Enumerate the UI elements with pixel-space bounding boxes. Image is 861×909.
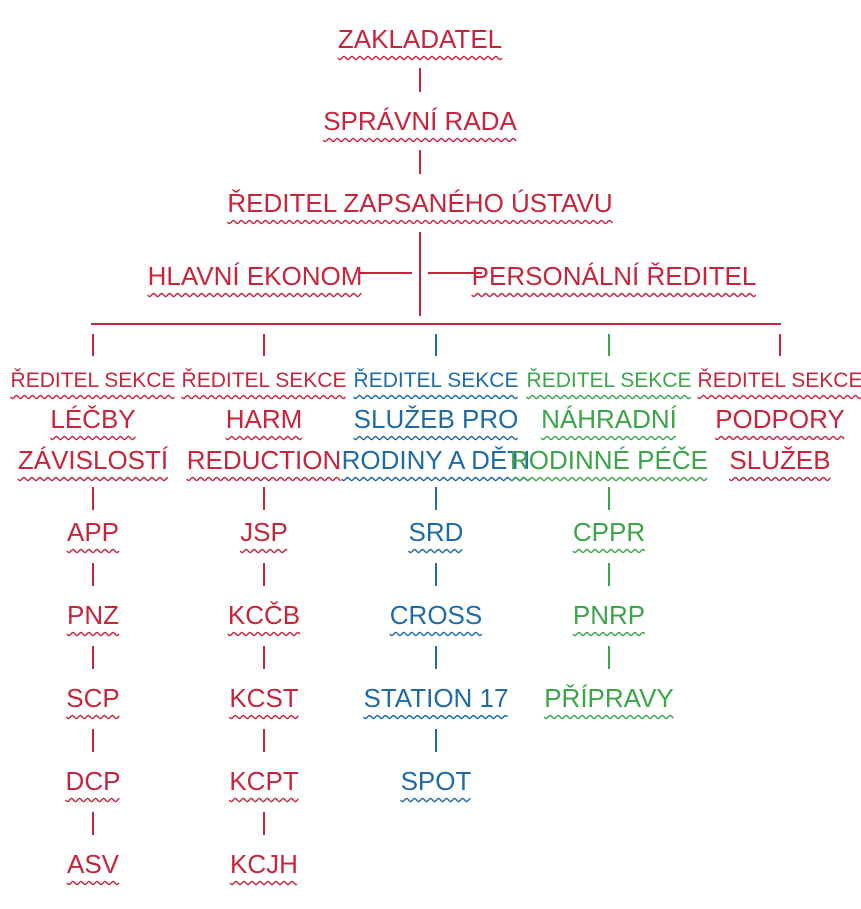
section-name-underline bbox=[540, 435, 677, 441]
section-name-underline bbox=[49, 435, 136, 441]
section-header-underline bbox=[9, 394, 176, 400]
unit-underline bbox=[66, 631, 120, 637]
section-header-underline bbox=[352, 394, 519, 400]
unit-label: DCP bbox=[66, 766, 121, 796]
section-name-underline bbox=[17, 476, 169, 482]
section-2: ŘEDITEL SEKCE HARM REDUCTION JSP KCČB KCST KCP… bbox=[182, 369, 347, 879]
section-name-underline bbox=[714, 435, 845, 441]
unit-label: SRD bbox=[409, 517, 464, 547]
unit-underline bbox=[227, 631, 301, 637]
board-label: SPRÁVNÍ RADA bbox=[323, 106, 517, 136]
unit-underline bbox=[389, 631, 483, 637]
section-3: ŘEDITEL SEKCE SLUŽEB PRO RODINY A DĚTI SRD C… bbox=[342, 369, 531, 796]
director-label: ŘEDITEL ZAPSANÉHO ÚSTAVU bbox=[227, 188, 612, 218]
unit-underline bbox=[362, 714, 509, 720]
unit-underline bbox=[228, 714, 299, 720]
economist-label: HLAVNÍ EKONOM bbox=[148, 261, 363, 291]
section-header-underline bbox=[525, 394, 692, 400]
unit-label: CROSS bbox=[390, 600, 482, 630]
section-name-underline bbox=[353, 435, 519, 441]
unit-label: PŘÍPRAVY bbox=[544, 683, 674, 713]
section-name-line: SLUŽEB PRO bbox=[354, 404, 519, 434]
section-header-underline bbox=[180, 394, 347, 400]
founder-label: ZAKLADATEL bbox=[338, 24, 502, 54]
hr-director-label: PERSONÁLNÍ ŘEDITEL bbox=[472, 261, 757, 291]
unit-underline bbox=[64, 797, 120, 803]
section-name-underline bbox=[728, 476, 831, 482]
unit-label: KCST bbox=[229, 683, 298, 713]
board-label-underline bbox=[322, 137, 517, 143]
section-name-line: SLUŽEB bbox=[729, 445, 830, 475]
wavy-underlines bbox=[9, 55, 861, 886]
unit-label: SCP bbox=[66, 683, 119, 713]
unit-underline bbox=[572, 631, 646, 637]
unit-label: PNZ bbox=[67, 600, 119, 630]
hr-director-label-underline bbox=[471, 292, 757, 298]
section-name-underline bbox=[225, 435, 303, 441]
connector-lines bbox=[91, 68, 781, 835]
section-name-line: LÉČBY bbox=[50, 404, 135, 434]
section-name-line: HARM bbox=[226, 404, 303, 434]
unit-underline bbox=[66, 548, 120, 554]
unit-underline bbox=[66, 880, 120, 886]
section-name-underline bbox=[186, 476, 342, 482]
unit-underline bbox=[407, 548, 463, 554]
section-header: ŘEDITEL SEKCE bbox=[354, 369, 519, 392]
section-4: ŘEDITEL SEKCE NÁHRADNÍ RODINNÉ PÉČE CPPR PNR… bbox=[510, 369, 708, 713]
section-5: ŘEDITEL SEKCE PODPORY SLUŽEB bbox=[698, 369, 861, 475]
unit-label: KCJH bbox=[230, 849, 298, 879]
sections: ŘEDITEL SEKCE LÉČBY ZÁVISLOSTÍ APP PNZ SCP DCP… bbox=[11, 369, 861, 879]
unit-underline bbox=[65, 714, 120, 720]
section-header: ŘEDITEL SEKCE bbox=[182, 369, 347, 392]
unit-label: SPOT bbox=[401, 766, 472, 796]
unit-underline bbox=[543, 714, 674, 720]
unit-label: KCČB bbox=[228, 600, 300, 630]
section-name-line: RODINNÉ PÉČE bbox=[510, 445, 708, 475]
director-label-underline bbox=[226, 219, 613, 225]
unit-label: ASV bbox=[67, 849, 120, 879]
unit-underline bbox=[400, 797, 471, 803]
section-header: ŘEDITEL SEKCE bbox=[698, 369, 861, 392]
section-name-line: RODINY A DĚTI bbox=[342, 445, 531, 475]
section-name-line: NÁHRADNÍ bbox=[541, 404, 678, 434]
unit-underline bbox=[572, 548, 646, 554]
section-name-line: REDUCTION bbox=[187, 445, 342, 475]
section-name-underline bbox=[509, 476, 708, 482]
unit-label: APP bbox=[67, 517, 119, 547]
unit-label: PNRP bbox=[573, 600, 645, 630]
section-name-underline bbox=[341, 476, 531, 482]
unit-underline bbox=[229, 880, 298, 886]
section-header-underline bbox=[696, 394, 861, 400]
section-1: ŘEDITEL SEKCE LÉČBY ZÁVISLOSTÍ APP PNZ SCP DCP… bbox=[11, 369, 176, 879]
unit-label: KCPT bbox=[229, 766, 298, 796]
unit-label: JSP bbox=[240, 517, 288, 547]
section-header: ŘEDITEL SEKCE bbox=[11, 369, 176, 392]
founder-label-underline bbox=[337, 55, 503, 61]
section-name-line: PODPORY bbox=[715, 404, 845, 434]
unit-underline bbox=[239, 548, 288, 554]
unit-label: CPPR bbox=[573, 517, 645, 547]
unit-label: STATION 17 bbox=[364, 683, 509, 713]
section-header: ŘEDITEL SEKCE bbox=[527, 369, 692, 392]
economist-label-underline bbox=[147, 292, 362, 298]
section-name-line: ZÁVISLOSTÍ bbox=[18, 445, 169, 475]
unit-underline bbox=[228, 797, 299, 803]
